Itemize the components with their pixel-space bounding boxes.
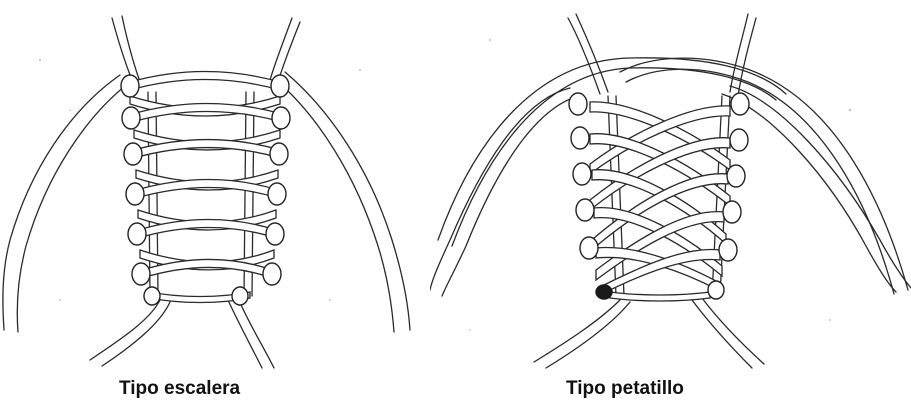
ladder-cross-rungs xyxy=(130,72,282,303)
ladder-lacing-caption: Tipo escalera xyxy=(119,378,240,400)
ladder-lacing-drawing xyxy=(0,0,430,370)
petatillo-lacing-illustration xyxy=(430,0,911,370)
petatillo-diagonal-weave xyxy=(590,102,730,301)
petatillo-lacing-drawing xyxy=(430,0,911,370)
ladder-lacing-illustration xyxy=(0,0,430,370)
petatillo-paper-specks xyxy=(469,39,851,331)
petatillo-lacing-caption: Tipo petatillo xyxy=(566,378,684,400)
